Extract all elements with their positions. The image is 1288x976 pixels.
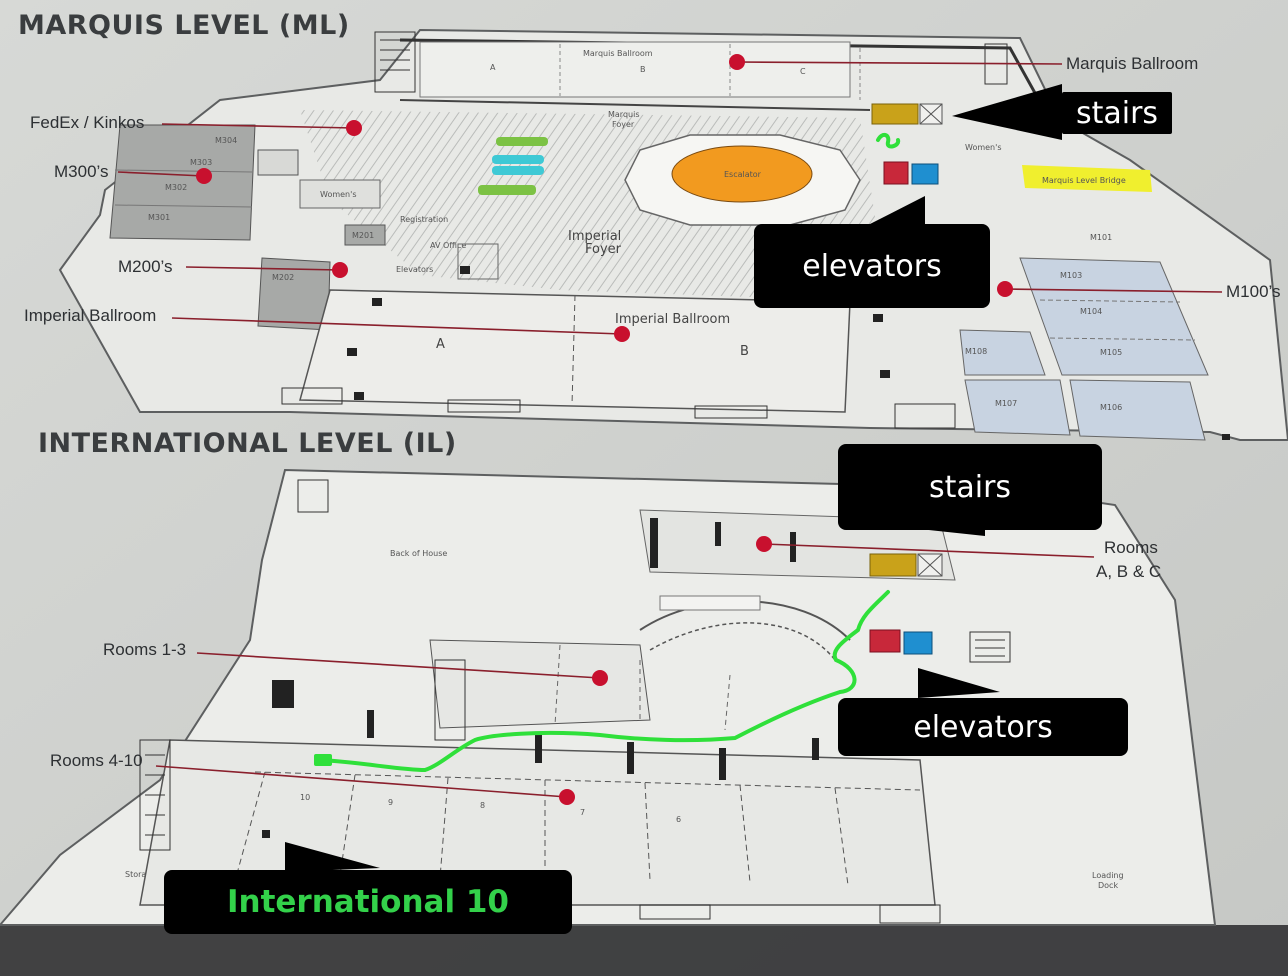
callout-elevators-international: elevators [838,698,1128,756]
plan-text-marquis-foyer-1: Marquis [608,110,640,119]
elevator-blue-international [903,631,933,655]
plan-text-m303: M303 [190,158,212,167]
plan-text-marquis-foyer-2: Foyer [612,120,635,129]
plan-text-room-9: 9 [388,798,393,807]
stairs-marker-green-2 [478,185,536,195]
plan-text-m301: M301 [148,213,170,222]
plan-text-womens: Women's [965,143,1002,152]
pin-rooms-4-10 [559,789,575,805]
plan-text-av-office: AV Office [430,241,466,250]
marquis-level-plan: Marquis Ballroom A B C Marquis Foyer Imp… [58,28,1288,441]
label-m200s: M200’s [118,257,173,276]
plan-text-m105: M105 [1100,348,1122,357]
plan-text-marquis-ballroom: Marquis Ballroom [583,49,653,58]
escalator-marker-cyan-2 [492,166,544,175]
callout-stairs-marquis: stairs [1062,92,1172,134]
route-marquis-scribble [876,133,901,149]
plan-text-m103: M103 [1060,271,1082,280]
plan-text-elevators: Elevators [396,265,433,274]
plan-text-section-b: B [640,65,646,74]
route-to-international-10 [318,590,890,773]
route-end-marker [314,754,332,766]
plan-text-m107: M107 [995,399,1017,408]
pin-m300 [196,168,212,184]
plan-text-m304: M304 [215,136,237,145]
plan-text-imperial-ballroom: Imperial Ballroom [615,312,730,327]
leader-lines [117,61,1223,798]
escalator-rotunda [671,145,813,203]
pin-rooms-1-3 [592,670,608,686]
callout-elevators-marquis: elevators [754,224,990,308]
plan-text-room-10: 10 [300,793,310,802]
plan-text-room-6: 6 [676,815,681,824]
escalator-marker-cyan [492,155,544,164]
callout-destination-international-10: International 10 [164,870,572,934]
label-m100s: M100’s [1226,282,1281,301]
label-rooms-line1: Rooms [1104,538,1158,557]
pin-m200 [332,262,348,278]
location-pins [196,54,1013,805]
plan-text-m101: M101 [1090,233,1112,242]
plan-text-back-of-house: Back of House [390,549,447,558]
elevator-red-marquis [883,161,909,185]
stairs-marquis-marker [871,103,919,125]
stairs-marker-green [496,137,548,146]
pin-fedex [346,120,362,136]
plan-text-imperial-foyer-1: Imperial [568,229,621,244]
callout-stairs-international: stairs [838,444,1102,530]
plan-text-escalator: Escalator [724,170,762,179]
plan-text-registration: Registration [400,215,448,224]
plan-text-imperial-foyer-2: Foyer [585,242,622,257]
label-rooms-1-3: Rooms 1-3 [103,640,187,659]
international-level-title: INTERNATIONAL LEVEL (IL) [38,428,457,459]
plan-text-section-c: C [800,67,806,76]
plan-text-loading-dock-1: Loading [1092,871,1124,880]
marquis-level-bridge [1022,165,1152,192]
label-rooms-4-10: Rooms 4-10 [50,751,143,770]
label-rooms-abc: A, B & C [1096,562,1162,581]
label-imperial-ballroom: Imperial Ballroom [24,306,157,325]
plan-text-room-7: 7 [580,808,585,817]
plan-text-m108: M108 [965,347,987,356]
plan-text-storage: Stora [125,870,146,879]
pin-rooms-abc [756,536,772,552]
marquis-level-title: MARQUIS LEVEL (ML) [18,10,350,41]
plan-text-m201: M201 [352,231,374,240]
label-marquis-ballroom: Marquis Ballroom [1066,54,1199,73]
stairs-international-marker [869,553,917,577]
elevator-red-international [869,629,901,653]
plan-text-m104: M104 [1080,307,1102,316]
label-m300s: M300’s [54,162,109,181]
plan-text-womens-2: Women's [320,190,357,199]
pin-marquis-ballroom [729,54,745,70]
plan-text-room-8: 8 [480,801,485,810]
plan-text-m106: M106 [1100,403,1122,412]
plan-text-section-a: A [490,63,496,72]
plan-text-m302: M302 [165,183,187,192]
plan-text-m202: M202 [272,273,294,282]
pin-imperial-ballroom [614,326,630,342]
elevator-blue-marquis [911,163,939,185]
plan-text-section-a2: A [436,337,445,352]
plan-text-loading-dock-2: Dock [1098,881,1118,890]
pin-m100 [997,281,1013,297]
label-fedex-kinkos: FedEx / Kinkos [30,113,145,132]
plan-text-section-b2: B [740,344,749,359]
plan-text-bridge: Marquis Level Bridge [1042,176,1126,185]
